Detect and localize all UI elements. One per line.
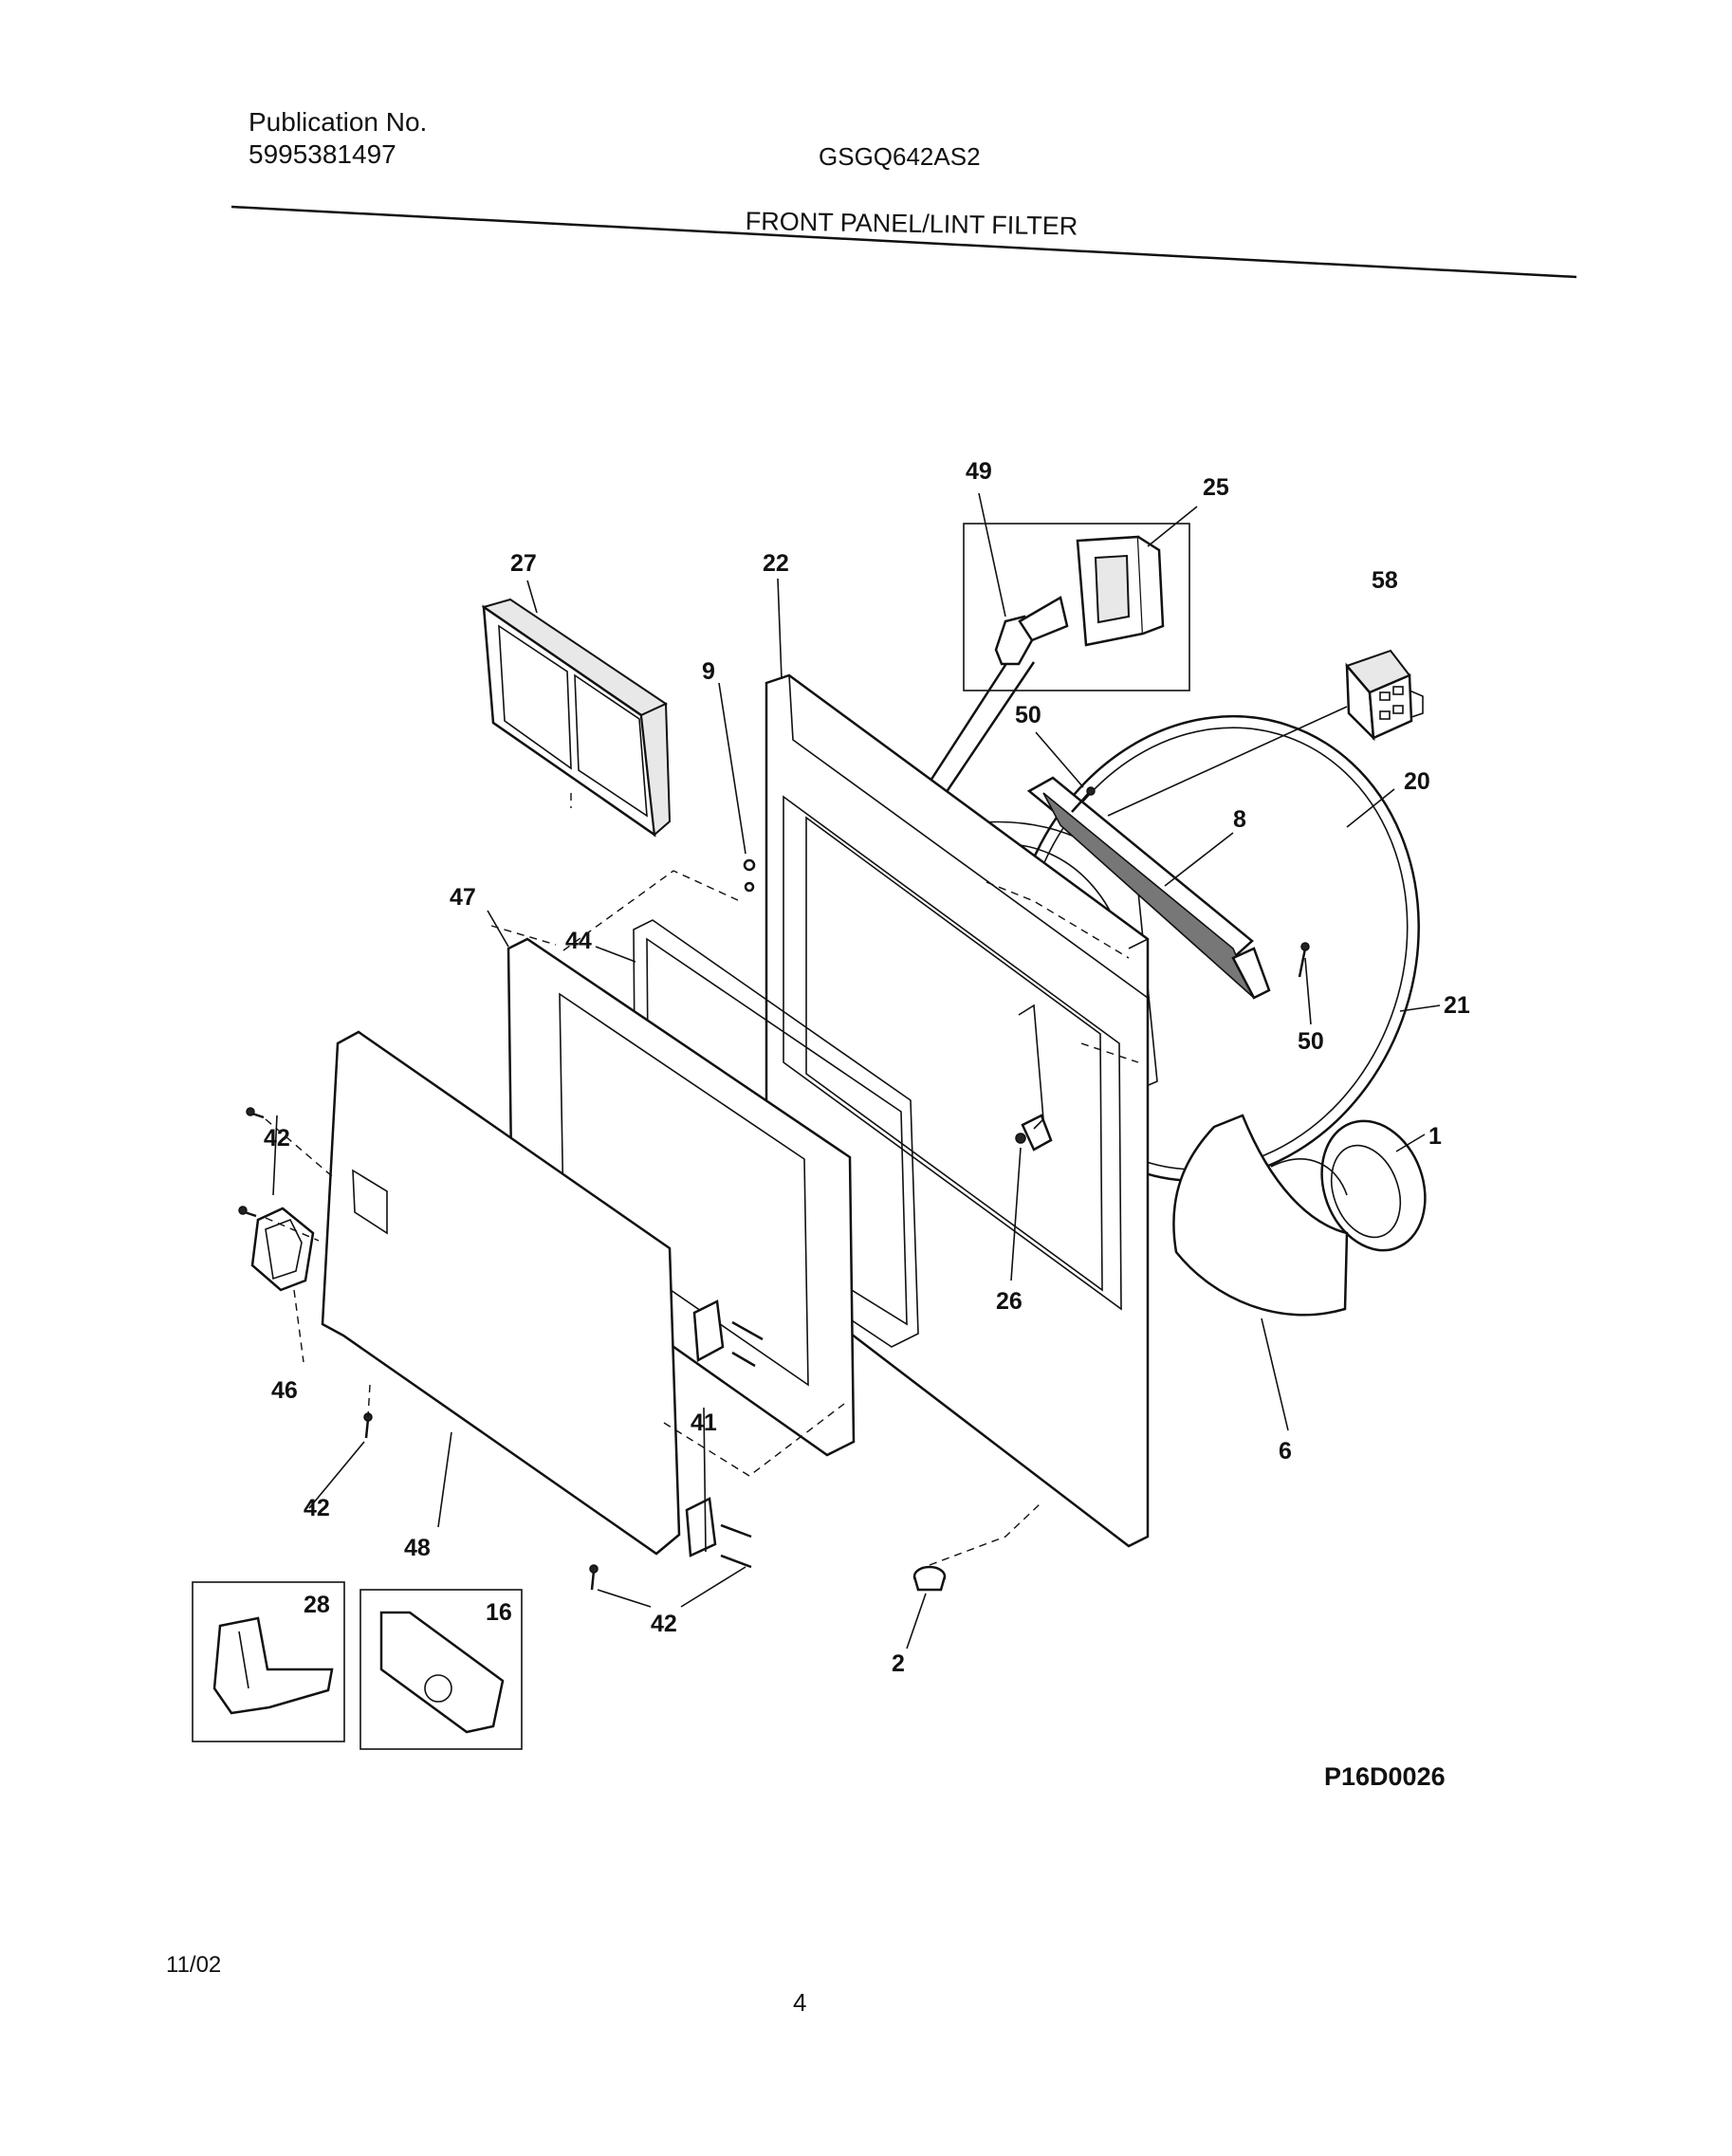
leader-25 <box>1147 506 1198 547</box>
part-28-hinge-bracket <box>212 1616 334 1715</box>
leader-8 <box>1164 832 1234 887</box>
part-41-hinge-lower <box>685 1497 752 1569</box>
callout-27: 27 <box>510 550 537 577</box>
part-46-door-handle <box>250 1207 315 1292</box>
leader-21 <box>1399 1004 1441 1012</box>
callout-50-lower: 50 <box>1298 1028 1324 1055</box>
inset-box-16 <box>359 1589 523 1750</box>
dash-line-7 <box>663 1403 845 1477</box>
leader-27 <box>526 580 538 614</box>
callout-50-upper: 50 <box>1015 702 1041 728</box>
dash-line-10 <box>1080 1042 1139 1063</box>
leader-9 <box>718 682 746 855</box>
publication-number: 5995381497 <box>249 139 396 169</box>
callout-44: 44 <box>565 928 592 954</box>
callout-28: 28 <box>304 1592 330 1618</box>
dash-line-9 <box>986 881 1130 959</box>
dash-line-6 <box>367 1384 371 1418</box>
callout-22: 22 <box>763 550 789 577</box>
dash-line-4 <box>265 1217 320 1242</box>
publication-block: Publication No. 5995381497 <box>249 106 427 171</box>
leader-6 <box>1261 1318 1289 1431</box>
inset-box-28 <box>192 1581 345 1742</box>
callout-21: 21 <box>1444 992 1470 1019</box>
header-rule <box>230 205 1577 279</box>
part-42-screw-b <box>238 1206 257 1218</box>
dash-line-5 <box>293 1289 304 1363</box>
part-2-leveling-foot <box>912 1565 947 1592</box>
page-number: 4 <box>793 1988 807 2017</box>
door-switch-bracket <box>1018 1004 1044 1130</box>
part-50-screw-upper <box>1071 786 1096 813</box>
callout-42-d: 42 <box>651 1611 677 1637</box>
leader-26 <box>1010 1147 1022 1281</box>
part-8-lint-trap <box>1026 776 1271 1000</box>
leader-2 <box>906 1593 927 1649</box>
part-25-housing <box>1076 535 1165 647</box>
part-26-door-switch <box>1015 1114 1053 1152</box>
leader-41 <box>703 1407 707 1553</box>
leader-42-c <box>308 1441 365 1509</box>
part-49-clip <box>994 596 1069 666</box>
part-41-hinge-upper <box>692 1299 764 1368</box>
callout-6: 6 <box>1279 1438 1292 1465</box>
leader-50-upper <box>1035 731 1084 788</box>
part-6-blower-duct <box>1172 1114 1349 1317</box>
callout-8: 8 <box>1233 806 1246 833</box>
callout-26: 26 <box>996 1288 1023 1315</box>
callout-58: 58 <box>1372 567 1398 594</box>
part-50-screw-lower <box>1298 942 1310 978</box>
callout-42-a: 42 <box>264 1125 290 1152</box>
revision-date: 11/02 <box>166 1952 222 1978</box>
part-48-door-panel <box>321 1030 681 1556</box>
part-58-switch <box>1345 649 1424 742</box>
leader-44 <box>595 946 636 963</box>
callout-41: 41 <box>691 1410 717 1436</box>
leader-47 <box>487 910 509 948</box>
dash-line-1 <box>562 870 741 951</box>
publication-label: Publication No. <box>249 107 428 137</box>
leader-42-d <box>597 1589 652 1608</box>
leader-42-e <box>680 1566 746 1608</box>
callout-1: 1 <box>1428 1123 1442 1150</box>
dash-line-2 <box>490 925 557 946</box>
part-16-clip <box>379 1611 505 1734</box>
callout-46: 46 <box>271 1377 298 1404</box>
callout-2: 2 <box>892 1650 905 1677</box>
part-1-duct-seal <box>1320 1119 1427 1252</box>
detail-inset-box <box>963 523 1190 691</box>
dash-line-8 <box>929 1503 1041 1566</box>
callout-9: 9 <box>702 658 715 685</box>
leader-20 <box>1346 788 1395 828</box>
callout-16: 16 <box>486 1599 512 1626</box>
part-42-screw-d <box>589 1564 599 1591</box>
model-number: GSGQ642AS2 <box>819 142 981 171</box>
callout-20: 20 <box>1404 768 1430 795</box>
part-42-screw-a <box>246 1107 265 1119</box>
leader-22 <box>777 578 783 680</box>
part-27-lint-filter <box>481 598 672 838</box>
leader-42-a <box>272 1115 278 1196</box>
leader-48 <box>437 1431 452 1528</box>
leader-1 <box>1395 1133 1426 1152</box>
diagram-code: P16D0026 <box>1324 1762 1446 1791</box>
callout-42-c: 42 <box>304 1495 330 1521</box>
callout-47: 47 <box>450 884 476 911</box>
part-9-screw <box>743 858 756 893</box>
leader-50-lower <box>1304 957 1312 1025</box>
callout-49: 49 <box>966 458 992 485</box>
leader-58 <box>1107 706 1348 817</box>
callout-48: 48 <box>404 1535 431 1561</box>
callout-25: 25 <box>1203 474 1229 501</box>
leader-49 <box>978 492 1006 617</box>
